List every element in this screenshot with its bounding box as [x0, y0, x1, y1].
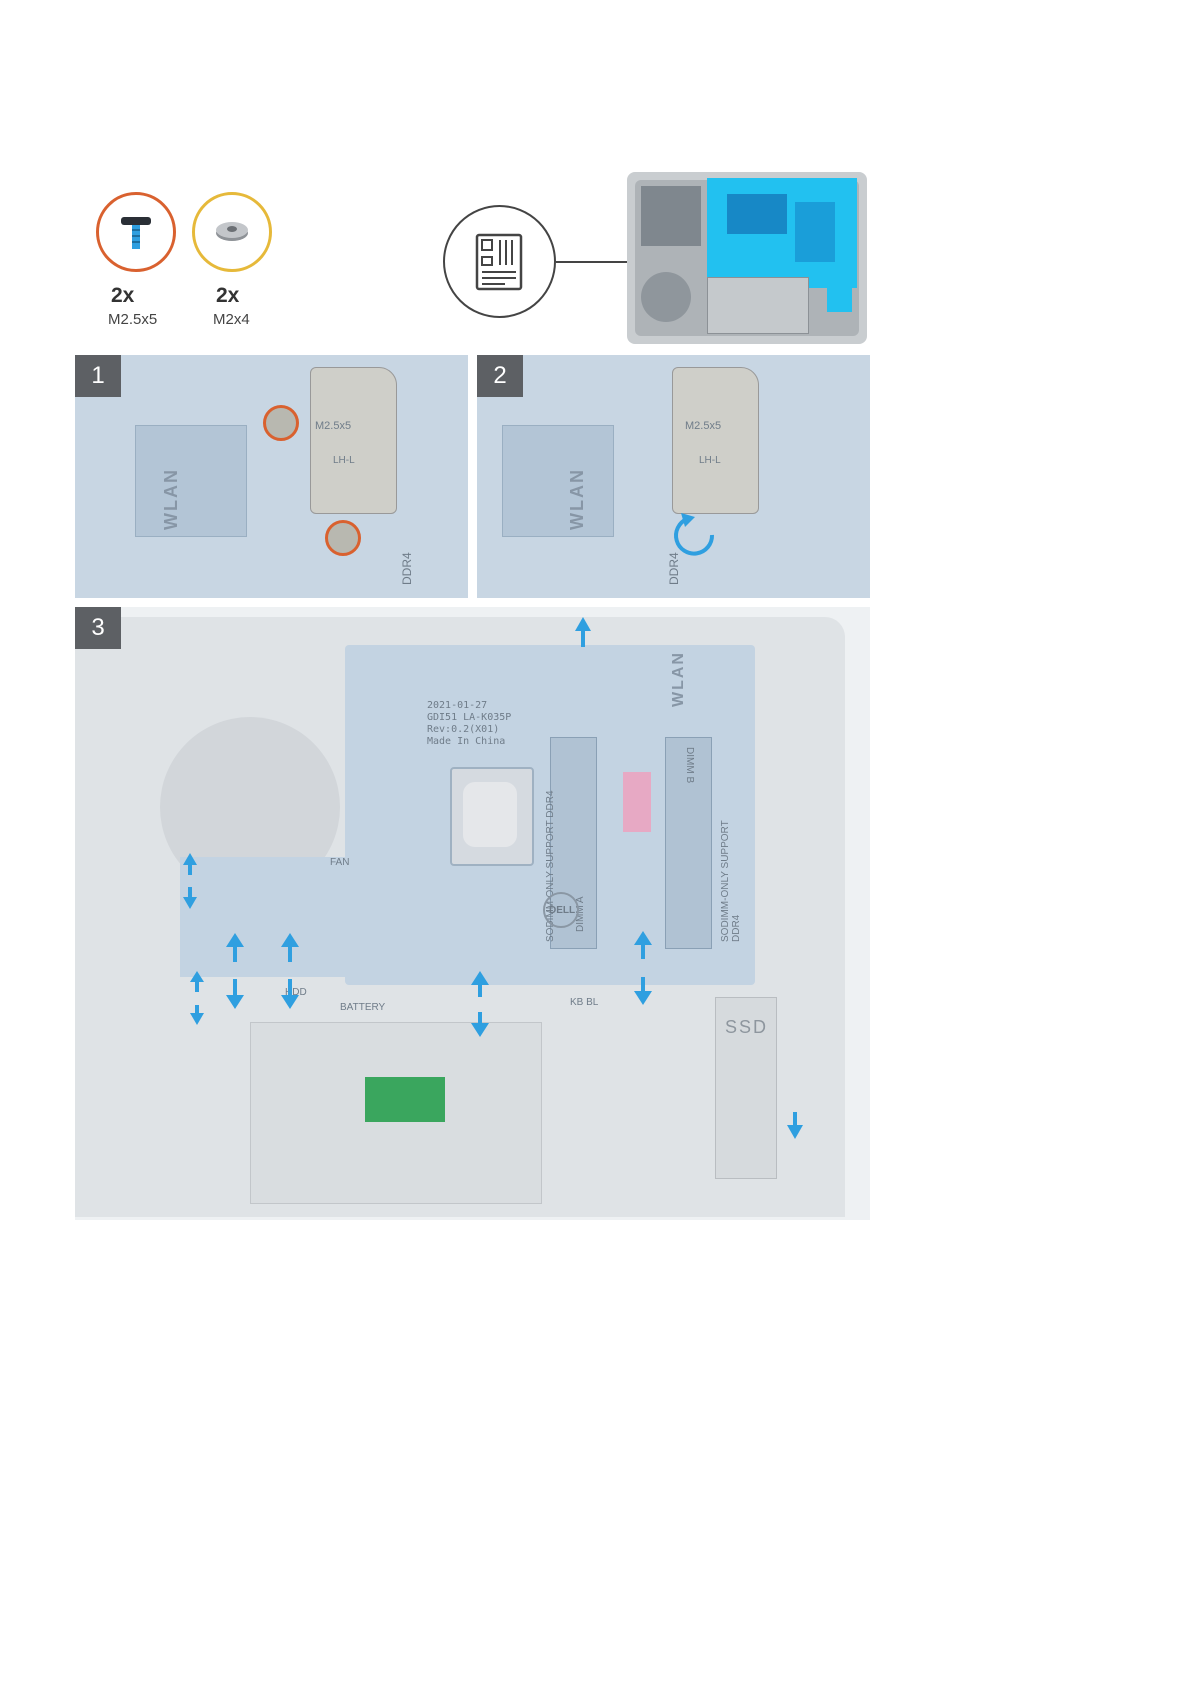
- callout-leader-line: [556, 261, 660, 263]
- dell-logo-text: DELL: [549, 905, 576, 916]
- screw-type-2: M2x4: [213, 311, 250, 328]
- motherboard-icon: [475, 233, 523, 291]
- overview-image: [627, 172, 867, 344]
- screw-qty-1: 2x: [111, 284, 135, 307]
- step-3-badge: 3: [75, 607, 121, 649]
- screw-qty-2: 2x: [216, 284, 240, 307]
- hdd-label: HDD: [285, 987, 307, 998]
- screw-2-highlight: [325, 520, 361, 556]
- step-1-wlan-label: WLAN: [161, 468, 181, 530]
- thermal-paste: [463, 782, 517, 847]
- board-id: GDI51 LA-K035P: [427, 712, 512, 723]
- screw-m2x4-ring: [192, 192, 272, 272]
- ssd-module: [715, 997, 777, 1179]
- memory-label-sticker: [623, 772, 651, 832]
- board-made: Made In China: [427, 736, 506, 747]
- step-1-hinge: [310, 367, 397, 514]
- cable-arrows: [183, 617, 803, 1139]
- step-1-ddr-label: DDR4: [400, 552, 414, 585]
- motherboard-callout: [443, 205, 556, 318]
- step-1-hinge-screw-label: M2.5x5: [315, 420, 352, 432]
- io-board: [180, 857, 385, 977]
- screw-1-highlight: [263, 405, 299, 441]
- step-3-panel: SSD WLAN DIMM A DIMM B SODIMM-ONLY SUPPO…: [75, 607, 870, 1220]
- board-date: 2021-01-27: [427, 700, 488, 711]
- rotate-arrow-icon: [674, 513, 715, 556]
- screw-type-1: M2.5x5: [108, 311, 158, 328]
- dimm-slot-b: [665, 737, 712, 949]
- dell-logo: [543, 892, 579, 928]
- screw-wafer-head-icon: [216, 222, 248, 241]
- ssd-label: SSD: [725, 1017, 769, 1037]
- touchpad-board: [365, 1077, 445, 1122]
- step-2-badge: 2: [477, 355, 523, 397]
- step-2-wlan-label: WLAN: [567, 468, 587, 530]
- step-1-panel: WLAN M2.5x5 LH-L DDR4 1: [75, 355, 468, 598]
- step-1-hinge-mark: LH-L: [333, 455, 355, 466]
- step-2-ddr-label: DDR4: [667, 552, 681, 585]
- step-2-hinge-mark: LH-L: [699, 455, 721, 466]
- step-1-badge: 1: [75, 355, 121, 397]
- step-2-hinge: [672, 367, 759, 514]
- step-2-hinge-screw-label: M2.5x5: [685, 420, 722, 432]
- kbbl-label: KB BL: [570, 997, 599, 1008]
- battery-label: BATTERY: [340, 1002, 386, 1013]
- screw-pan-head-icon: [121, 217, 151, 249]
- screw-m2-5x5-ring: [96, 192, 176, 272]
- fan-label: FAN: [330, 857, 350, 868]
- step-2-panel: WLAN M2.5x5 LH-L DDR4 2: [477, 355, 870, 598]
- board-rev: Rev:0.2(X01): [427, 724, 500, 735]
